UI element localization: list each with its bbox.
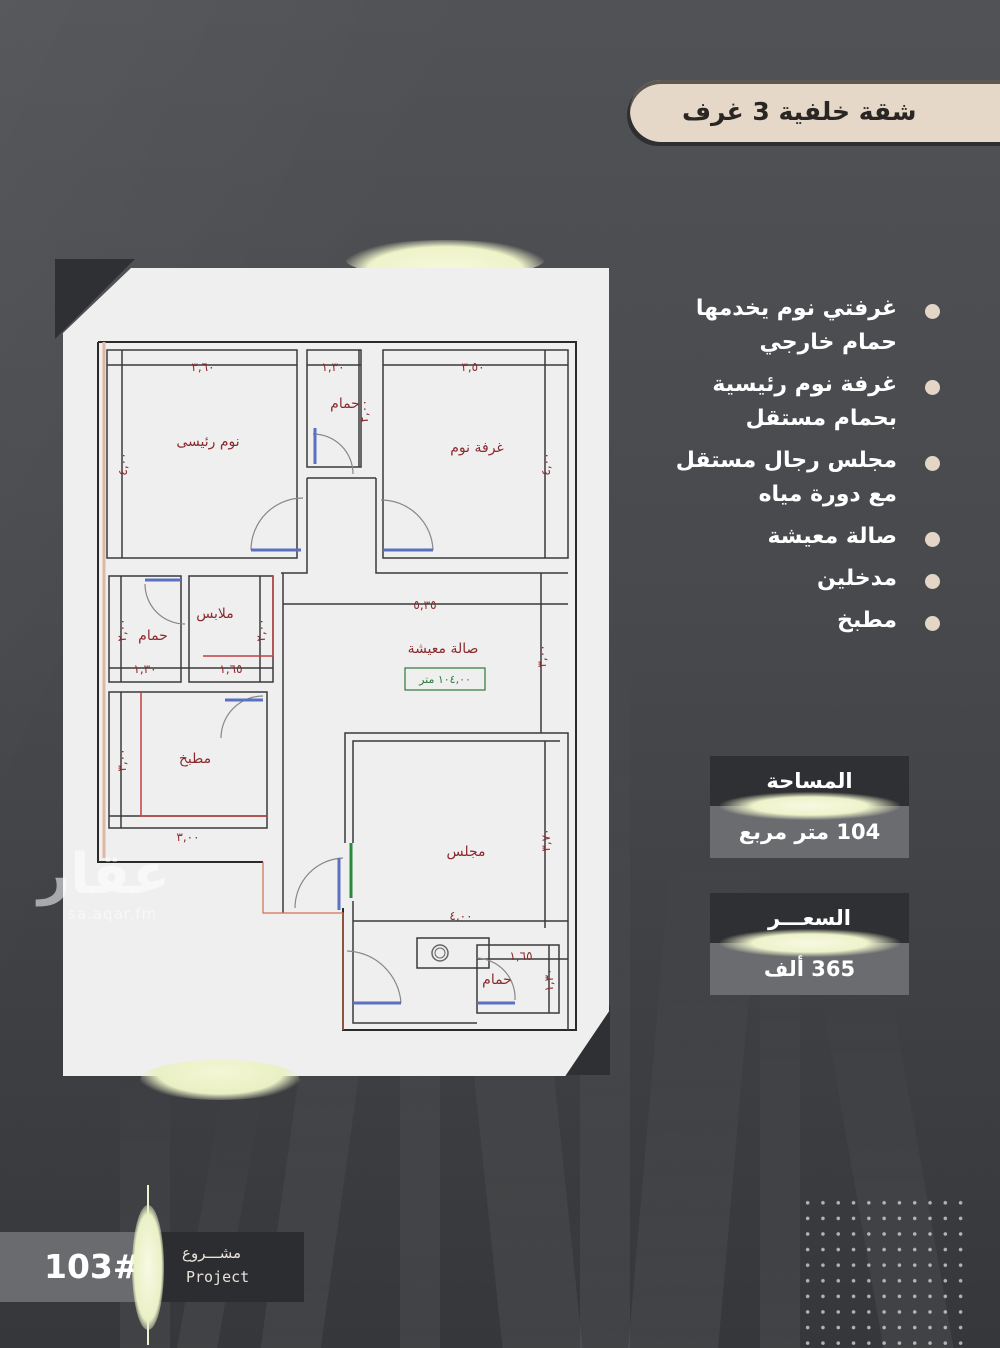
bullet-icon <box>925 532 940 547</box>
watermark-url: sa.aqar.fm <box>68 905 158 923</box>
project-number: 103# <box>0 1232 148 1302</box>
feature-item: مطبخ <box>660 604 940 638</box>
dim-living-height: ٣,٠٠ <box>535 644 549 667</box>
dim-kitchen-height: ٣,٠٠ <box>115 748 129 771</box>
room-bedroom: غرفة نوم <box>450 440 504 456</box>
feature-item: غرفة نوم رئيسية بحمام مستقل <box>660 368 940 436</box>
dim-bath-bottom-width: ١,٦٥ <box>509 949 532 963</box>
living-area-value: ١٠٤,٠٠ متر <box>418 673 471 686</box>
page-title: شقة خلفية 3 غرف <box>682 96 917 126</box>
room-majlis: مجلس <box>446 844 485 860</box>
dim-kitchen-width: ٣,٠٠ <box>176 830 199 844</box>
glow-decoration <box>720 929 900 957</box>
project-label-en: Project <box>186 1268 250 1286</box>
glow-decoration <box>132 1205 164 1330</box>
dim-bath-bottom-height: ١,٣٠ <box>542 968 556 991</box>
feature-item: صالة معيشة <box>660 520 940 554</box>
room-kitchen: مطبخ <box>179 751 211 767</box>
room-master-bedroom: نوم رئيسى <box>176 434 239 450</box>
dim-master-width: ٣,٦٠ <box>191 360 214 374</box>
floor-plan: نوم رئيسى حمام غرفة نوم ملابس حمام صالة … <box>97 341 577 1031</box>
price-box: السعـــر 365 ألف <box>710 893 909 995</box>
room-bathroom-top: حمام <box>330 396 360 412</box>
glow-decoration <box>720 792 900 820</box>
floor-plan-card <box>63 268 609 1076</box>
title-banner: شقة خلفية 3 غرف <box>630 80 1000 142</box>
dim-bath-top-height: ٢,٠٠ <box>357 399 371 422</box>
glow-decoration <box>140 1060 300 1100</box>
bullet-icon <box>925 380 940 395</box>
bullet-icon <box>925 456 940 471</box>
feature-item: مدخلين <box>660 562 940 596</box>
bullet-icon <box>925 304 940 319</box>
dim-closet-width: ١,٦٥ <box>219 662 242 676</box>
feature-item: غرفتي نوم يخدمها حمام خارجي <box>660 292 940 360</box>
room-closet: ملابس <box>196 606 234 622</box>
watermark: عقار sa.aqar.fm <box>38 842 170 924</box>
dim-majlis-width: ٤,٠٠ <box>449 909 472 923</box>
feature-item: مجلس رجال مستقل مع دورة مياه <box>660 444 940 512</box>
dim-living-width: ٥,٣٥ <box>413 598 436 612</box>
dim-master-height: ٤,٠٠ <box>116 452 130 475</box>
bullet-icon <box>925 616 940 631</box>
bullet-icon <box>925 574 940 589</box>
features-list: غرفتي نوم يخدمها حمام خارجي غرفة نوم رئي… <box>660 292 940 646</box>
area-box: المساحة 104 متر مربع <box>710 756 909 858</box>
watermark-logo: عقار <box>38 842 170 907</box>
dim-bath-top-width: ١,٣٠ <box>321 360 344 374</box>
dim-bedroom-width: ٣,٥٠ <box>461 360 484 374</box>
dim-bath-left-width: ١,٣٠ <box>133 662 156 676</box>
project-label-box: مشـــروع Project <box>148 1232 304 1302</box>
room-bathroom-bottom: حمام <box>482 972 512 988</box>
dim-bath-left-height: ٢,٠٠ <box>115 618 129 641</box>
room-bathroom-left: حمام <box>138 628 168 644</box>
dim-bedroom-height: ٤,٠٠ <box>539 452 553 475</box>
dot-grid-decoration <box>800 1195 970 1345</box>
project-label-ar: مشـــروع <box>182 1244 242 1262</box>
dim-closet-height: ٢,٠٠ <box>254 618 268 641</box>
dim-majlis-height: ٣,٧٠ <box>539 828 553 851</box>
room-living: صالة معيشة <box>408 641 479 657</box>
